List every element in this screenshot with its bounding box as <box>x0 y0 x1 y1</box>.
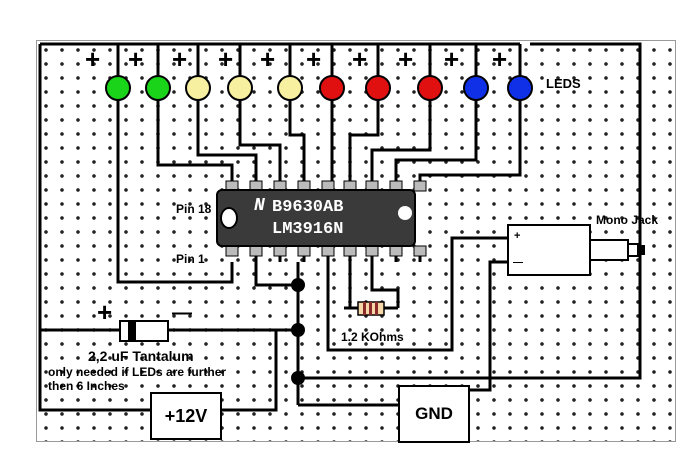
led-6-plus: + <box>306 44 322 74</box>
led-6 <box>319 75 345 101</box>
led-4 <box>227 75 253 101</box>
resistor-label: 1.2 KOhms <box>341 330 404 344</box>
chip-part: LM3916N <box>272 220 344 239</box>
ground-label: GND <box>415 404 453 423</box>
led-2-plus: + <box>128 44 144 74</box>
pin1-label: Pin 1 <box>176 252 205 266</box>
led-8-plus: + <box>398 44 414 74</box>
led-1 <box>105 75 131 101</box>
mono-jack-label: Mono Jack <box>596 213 659 227</box>
capacitor-note-line2: then 6 Inches <box>48 379 125 393</box>
capacitor-plus: + <box>97 297 113 327</box>
pin18-label: Pin 18 <box>176 202 212 216</box>
lm3916-chip <box>216 189 416 247</box>
ground-box: GND <box>398 385 470 443</box>
supply-label: +12V <box>164 405 208 426</box>
chip-code: B9630AB <box>272 198 344 217</box>
led-3-plus: + <box>172 44 188 74</box>
jack-plus-label: + <box>514 230 521 242</box>
led-2 <box>145 75 171 101</box>
led-7-plus: + <box>352 44 368 74</box>
led-8 <box>417 75 443 101</box>
leds-label: LEDS <box>546 76 581 91</box>
supply-box: +12V <box>150 392 222 440</box>
chip-logo: N <box>254 196 265 216</box>
capacitor-body <box>119 320 169 342</box>
capacitor-note-line1: only needed if LEDs are further <box>48 365 227 379</box>
led-9 <box>463 75 489 101</box>
led-5 <box>277 75 303 101</box>
led-3 <box>185 75 211 101</box>
jack-minus-label: — <box>513 257 523 268</box>
led-1-plus: + <box>85 44 101 74</box>
led-9-plus: + <box>444 44 460 74</box>
led-5-plus: + <box>260 44 276 74</box>
capacitor-label: 2,2 uF Tantalum <box>88 348 194 364</box>
resistor-body <box>357 301 385 316</box>
jack-body <box>507 224 645 276</box>
capacitor-minus: — <box>172 302 192 324</box>
led-7 <box>365 75 391 101</box>
led-10 <box>507 75 533 101</box>
chip-notch <box>220 207 238 229</box>
chip-pin1-dot <box>398 206 412 220</box>
led-4-plus: + <box>218 44 234 74</box>
led-10-plus: + <box>492 44 508 74</box>
